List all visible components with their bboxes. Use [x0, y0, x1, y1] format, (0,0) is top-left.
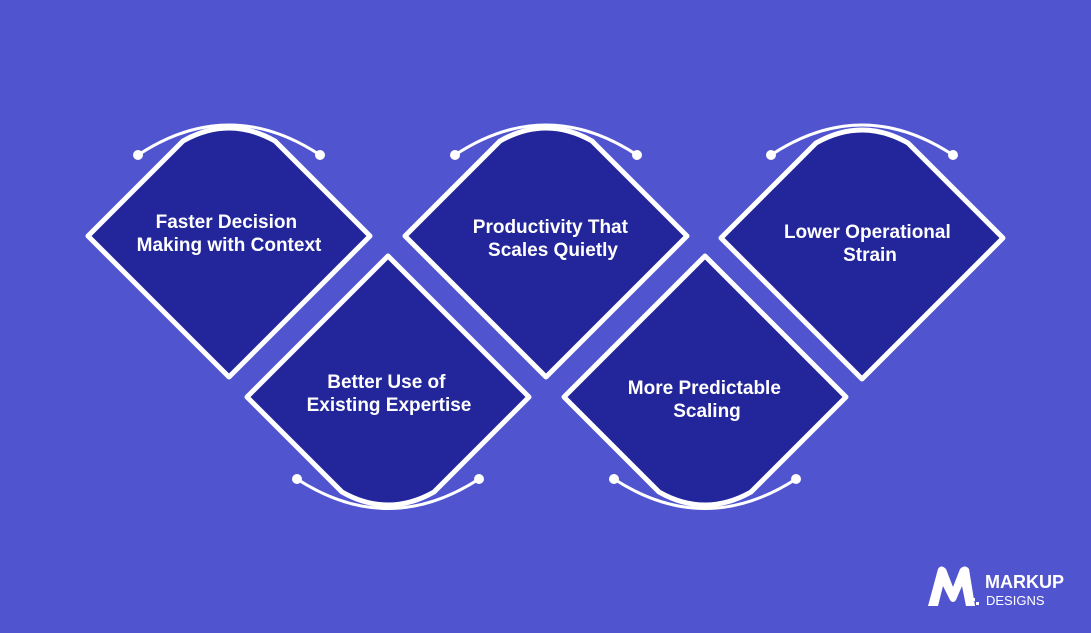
logo-pixel-3 [968, 602, 971, 605]
benefit-shape-4-line-2: Scaling [673, 401, 741, 422]
logo-subtitle: DESIGNS [986, 593, 1045, 608]
benefit-shape-2-arc-end [474, 474, 484, 484]
benefit-shape-2-line-2: Existing Expertise [307, 395, 472, 416]
benefit-shape-5-text: Lower Operational Strain [784, 222, 956, 266]
benefit-shape-2-line-1: Better Use of [327, 372, 446, 393]
benefit-shape-4-arc [613, 477, 797, 510]
benefit-shape-5-arc [770, 123, 954, 157]
benefit-shape-2: Better Use of Existing Expertise [244, 253, 532, 510]
benefit-shape-3-arc-start [450, 150, 460, 160]
benefit-shape-1: Faster Decision Making with Context [85, 123, 373, 380]
benefit-shape-2-text: Better Use of Existing Expertise [307, 372, 472, 416]
benefit-shape-1-arc-end [315, 150, 325, 160]
benefit-shape-5-line-1: Lower Operational [784, 222, 951, 243]
benefit-shape-2-arc-start [292, 474, 302, 484]
benefit-shape-5-arc-end [948, 150, 958, 160]
benefit-shape-1-arc [137, 123, 321, 157]
benefit-shape-3-arc-end [632, 150, 642, 160]
benefit-shape-5-line-2: Strain [843, 245, 897, 266]
benefit-shape-1-text: Faster Decision Making with Context [137, 212, 322, 256]
logo-pixel-1 [968, 594, 971, 597]
benefit-shape-4-body [561, 253, 849, 508]
benefit-shape-5-arc-start [766, 150, 776, 160]
benefit-shape-3-arc [454, 123, 638, 157]
benefit-shape-4-arc-start [609, 474, 619, 484]
benefit-shape-3: Productivity That Scales Quietly [402, 123, 690, 380]
benefit-shape-3-line-1: Productivity That [473, 217, 629, 238]
benefit-shape-2-body [244, 253, 532, 508]
benefit-shape-5: Lower Operational Strain [718, 123, 1006, 382]
benefit-shape-5-body [718, 127, 1006, 382]
benefit-shape-1-line-2: Making with Context [137, 235, 322, 256]
benefit-shape-3-body [402, 125, 690, 380]
benefit-shape-2-arc [296, 477, 480, 510]
benefit-shape-4-line-1: More Predictable [628, 378, 781, 399]
benefit-shape-4-text: More Predictable Scaling [628, 378, 786, 422]
benefit-shape-1-arc-start [133, 150, 143, 160]
brand-logo: MARKUP DESIGNS [928, 566, 1064, 608]
logo-name: MARKUP [985, 572, 1064, 592]
markup-designs-logo-icon [928, 566, 979, 606]
benefit-shape-4-arc-end [791, 474, 801, 484]
logo-pixel-4 [976, 602, 979, 605]
benefit-shape-1-body [85, 125, 373, 380]
benefit-shape-1-line-1: Faster Decision [156, 212, 298, 233]
logo-mark-shape [928, 566, 975, 606]
logo-pixel-2 [972, 598, 975, 601]
benefit-shape-4: More Predictable Scaling [561, 253, 849, 510]
benefit-shape-3-text: Productivity That Scales Quietly [473, 217, 633, 261]
benefit-shape-3-line-2: Scales Quietly [488, 240, 618, 261]
